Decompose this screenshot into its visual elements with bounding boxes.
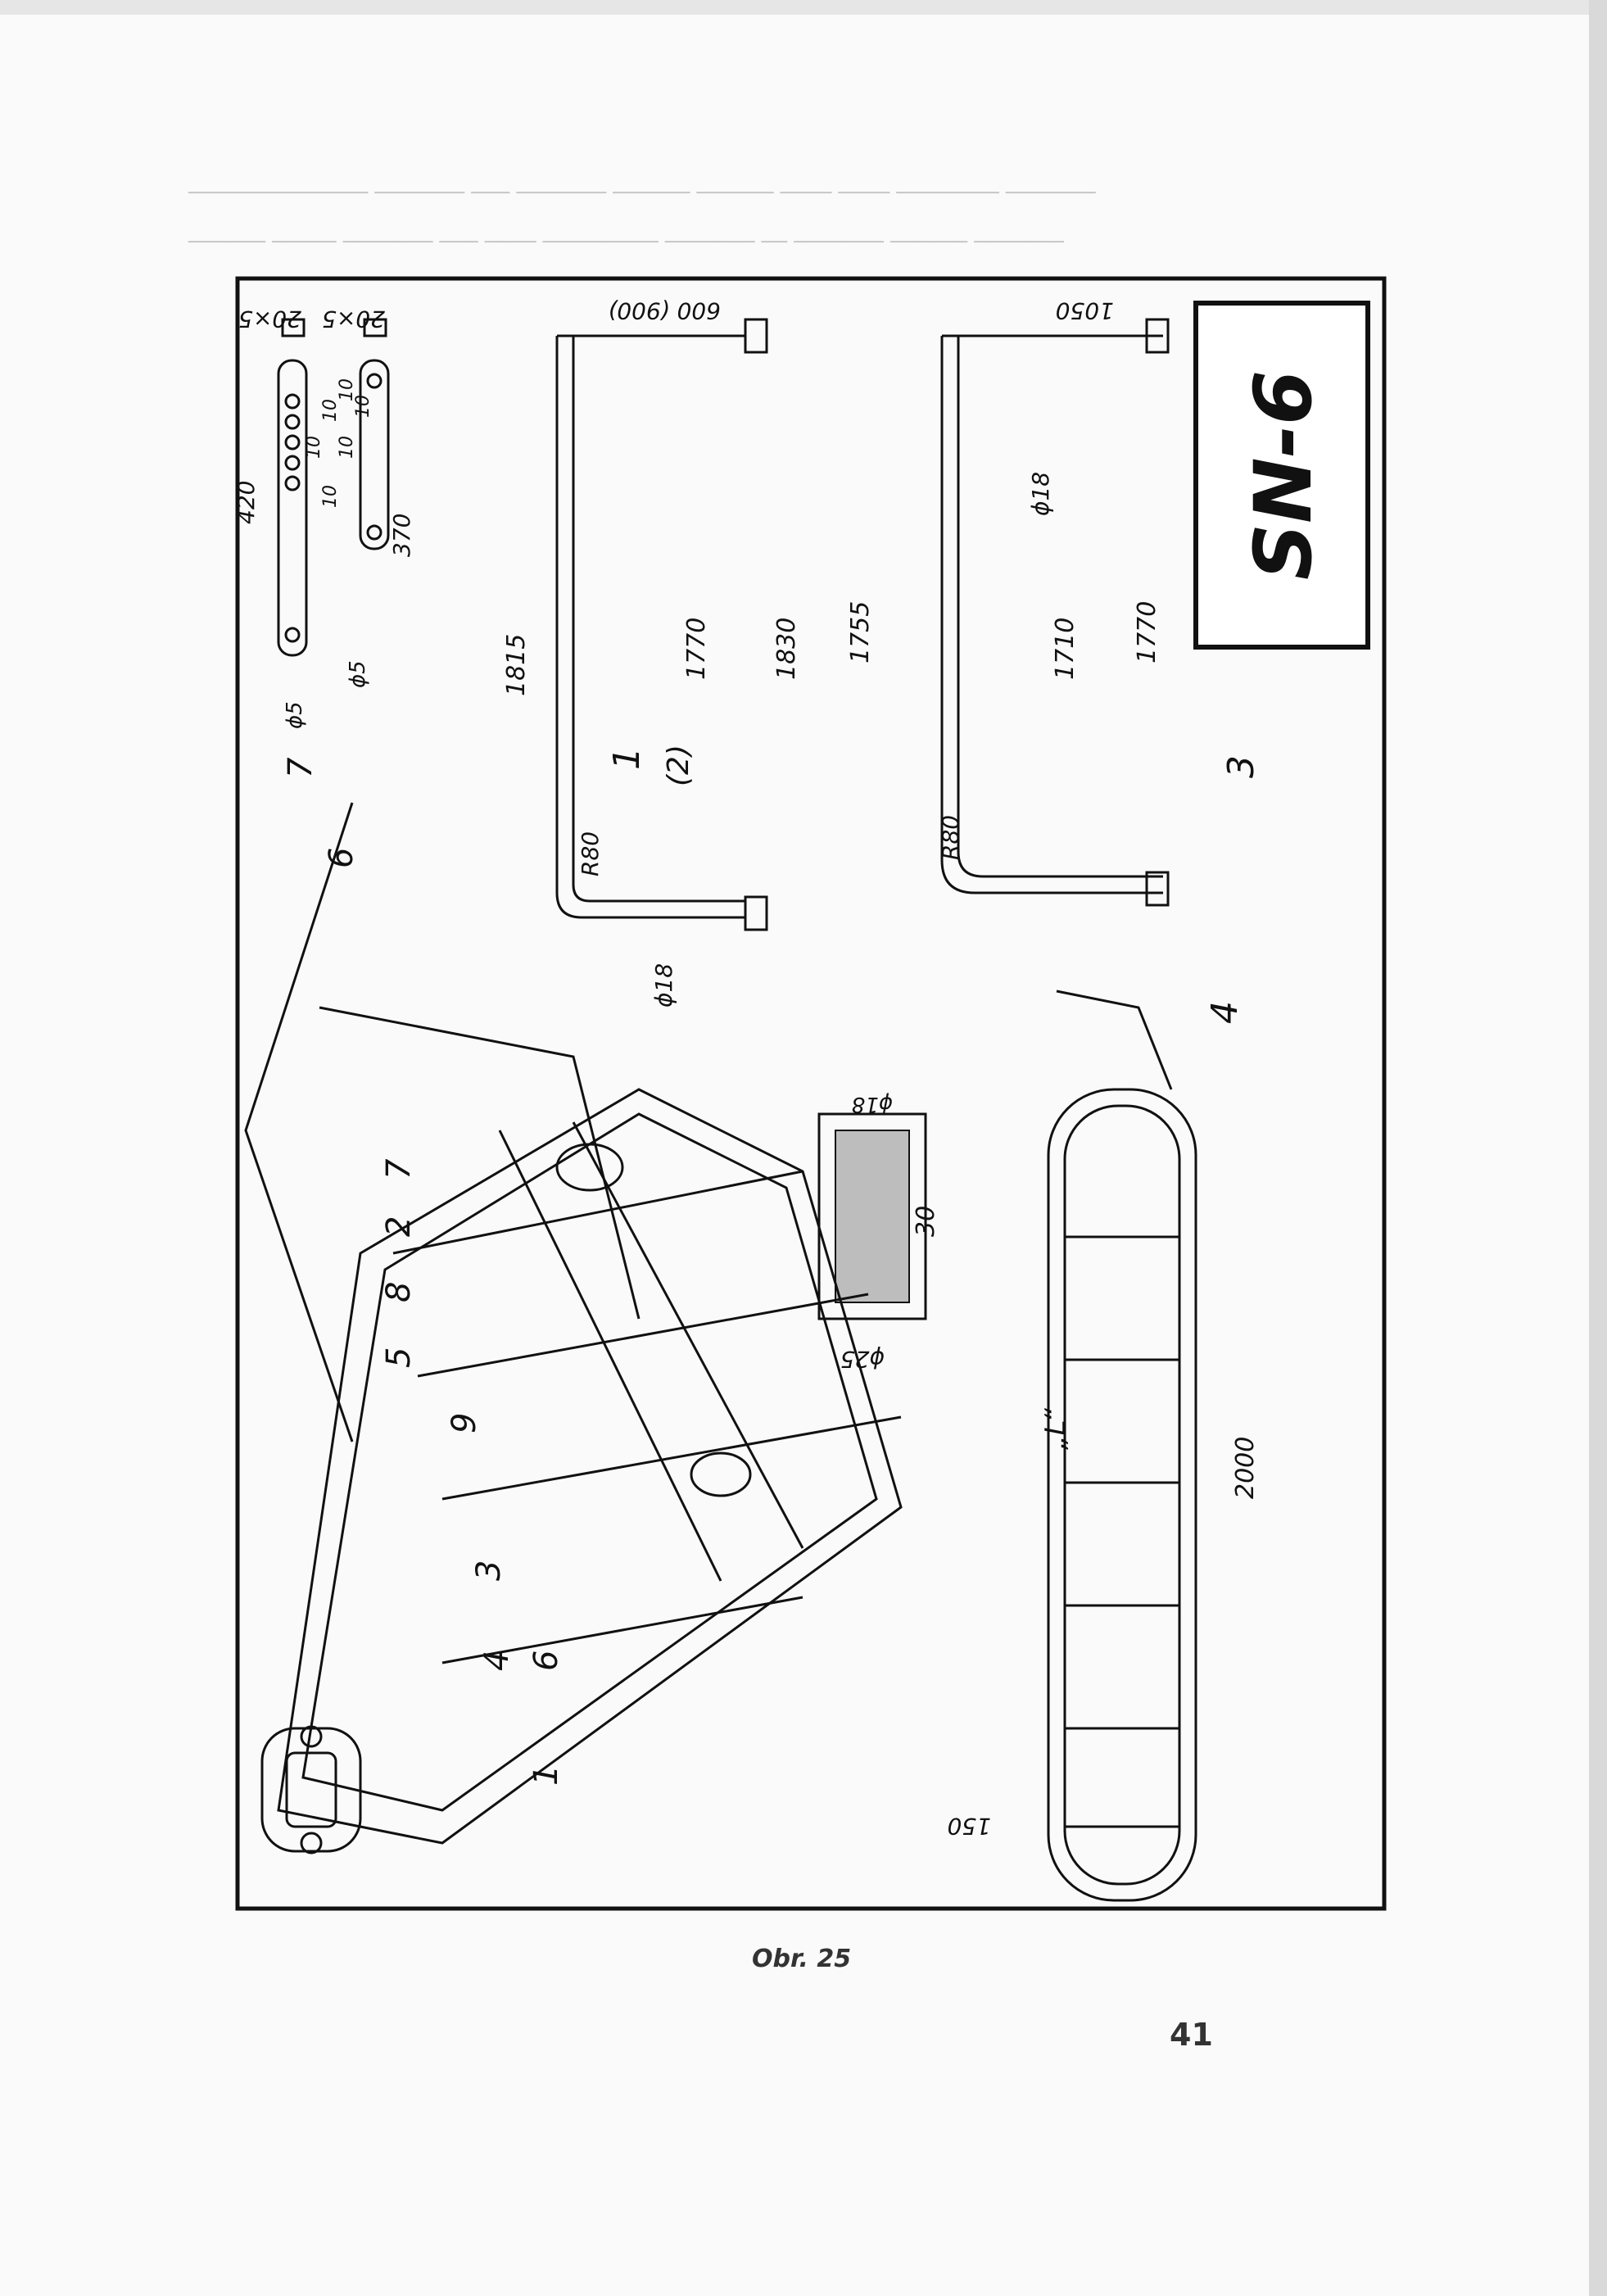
drawing-frame — [235, 276, 1387, 1911]
part-6-top: 6 — [323, 848, 360, 868]
part-8-mid: 8 — [380, 1282, 418, 1302]
part-1-top: 1 — [606, 747, 648, 770]
scan-edge-top — [0, 0, 1607, 15]
dim-10-2: 10 — [320, 399, 341, 422]
dim-phi18-b: ϕ18 — [1027, 472, 1054, 516]
dim-r80-a: R80 — [577, 831, 604, 876]
part-4-low: 4 — [478, 1651, 516, 1671]
part-7-top: 7 — [282, 757, 319, 778]
technical-drawing: SN-6 20×5 20×5 420 370 10 10 10 10 10 10… — [229, 270, 1392, 1925]
strap-part-7 — [277, 359, 308, 657]
part-7-mid: 7 — [380, 1158, 418, 1180]
dim-20x5-b: 20×5 — [322, 306, 385, 333]
dim-10-3: 10 — [337, 378, 357, 401]
dim-600-900: 600 (900) — [608, 297, 721, 324]
bleed-through-text: ────────────── ─────── ─── ─────── ─────… — [188, 181, 1096, 255]
title-box — [1193, 301, 1370, 650]
dim-20x5-a: 20×5 — [238, 306, 301, 333]
part-9-mid: 9 — [446, 1413, 483, 1433]
title-box-text: SN-6 — [1238, 370, 1329, 580]
drawing-svg: SN-6 20×5 20×5 420 370 10 10 10 10 10 10… — [233, 276, 1387, 1911]
roof-rack-assembly — [244, 802, 903, 1845]
part-3-right: 3 — [1220, 755, 1262, 778]
dim-phi25: ϕ25 — [840, 1346, 885, 1373]
dim-10-1: 10 — [304, 436, 324, 459]
dim-r80-b: R80 — [937, 815, 964, 860]
dim-phi18-c: ϕ18 — [852, 1092, 893, 1116]
part-4-right: 4 — [1204, 1001, 1246, 1024]
strap-part-6 — [359, 359, 390, 550]
part-5-mid: 5 — [380, 1347, 418, 1368]
car-icon — [260, 1725, 362, 1854]
part-1-low: 1 — [527, 1765, 565, 1786]
part-6-low: 6 — [527, 1651, 565, 1671]
part-2-boxed: (2) — [662, 745, 695, 786]
dim-30: 30 — [912, 1206, 940, 1237]
figure-caption: Obr. 25 — [752, 1945, 852, 1973]
part-2-mid: 2 — [380, 1216, 418, 1237]
dim-1770-a: 1770 — [682, 618, 711, 680]
dim-10-4: 10 — [320, 485, 341, 508]
ladder-part-l — [1047, 1088, 1197, 1902]
dim-370: 370 — [388, 514, 415, 557]
dim-phi18-a: ϕ18 — [650, 963, 677, 1008]
tube-part-3 — [940, 336, 1163, 894]
part-3-low: 3 — [470, 1560, 508, 1581]
dim-2000: 2000 — [1231, 1437, 1260, 1499]
scan-edge-right — [1589, 0, 1607, 2296]
dim-420: 420 — [233, 481, 260, 524]
dim-phi5-a: ϕ5 — [283, 701, 307, 729]
dim-10-6: 10 — [353, 395, 373, 418]
page-number: 41 — [1170, 2017, 1213, 2053]
dim-1755: 1755 — [846, 601, 875, 663]
dim-10-5: 10 — [337, 436, 357, 459]
dim-150: 150 — [948, 1813, 991, 1840]
dim-1770-b: 1770 — [1133, 601, 1161, 663]
ladder-label: „L“ — [1039, 1408, 1072, 1450]
dim-1050: 1050 — [1056, 297, 1114, 324]
tube-part-1 — [555, 336, 745, 919]
dim-1830: 1830 — [772, 618, 801, 680]
dim-phi5-b: ϕ5 — [346, 660, 370, 688]
dim-1815: 1815 — [502, 634, 531, 696]
bushing-detail — [817, 1112, 927, 1320]
dim-1710: 1710 — [1051, 618, 1080, 680]
